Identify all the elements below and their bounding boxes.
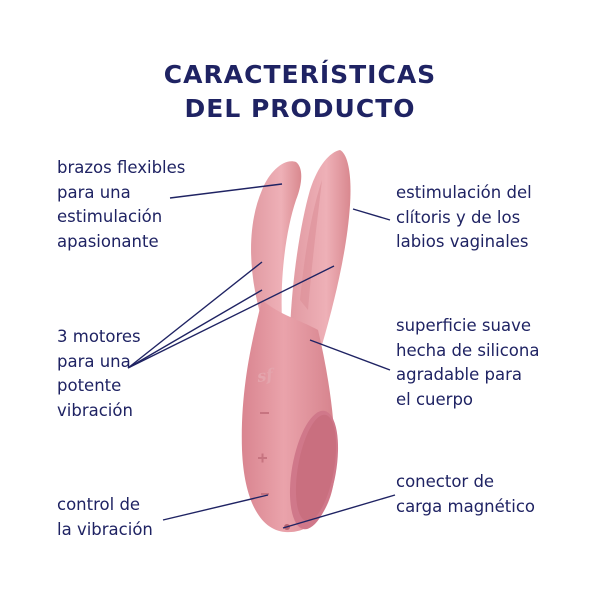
label-line: hecha de silicona [396, 340, 540, 360]
label-magnetic-charger: conector de carga magnético [396, 470, 535, 519]
minus-button-mark [260, 412, 269, 414]
label-motors: 3 motores para una potente vibración [57, 325, 141, 423]
label-line: potente [57, 376, 122, 395]
title-line-2: DEL PRODUCTO [184, 94, 416, 123]
label-line: el cuerpo [396, 389, 474, 409]
label-line: la vibración [57, 519, 153, 539]
left-arm [251, 161, 302, 320]
label-line: para una [57, 182, 131, 202]
label-line: brazos flexibles [57, 158, 186, 177]
power-button-mark [261, 493, 269, 495]
label-line: conector de [396, 472, 495, 491]
callout-lines [127, 183, 396, 529]
title-line-1: CARACTERÍSTICAS [163, 60, 437, 89]
label-line: clítoris y de los [396, 207, 521, 227]
label-vibration-control: control de la vibración [57, 493, 153, 542]
label-surface: superficie suave hecha de silicona agrad… [396, 314, 539, 412]
label-flexible-arms: brazos flexibles para una estimulación a… [57, 156, 185, 254]
label-line: 3 motores [57, 327, 141, 346]
label-line: carga magnético [396, 496, 535, 516]
label-line: estimulación [57, 207, 163, 226]
label-line: labios vaginales [396, 232, 529, 251]
label-line: para una [57, 351, 131, 371]
label-stimulation: estimulación del clítoris y de los labio… [396, 181, 532, 255]
label-line: control de [57, 495, 141, 514]
logo-mark: sf [255, 365, 277, 387]
label-line: estimulación del [396, 183, 532, 202]
page-title: CARACTERÍSTICAS DEL PRODUCTO [0, 58, 600, 126]
label-line: apasionante [57, 231, 159, 251]
plus-button-mark [258, 453, 267, 463]
label-line: agradable para [396, 365, 522, 384]
label-line: superficie suave [396, 316, 531, 335]
label-line: vibración [57, 400, 133, 420]
